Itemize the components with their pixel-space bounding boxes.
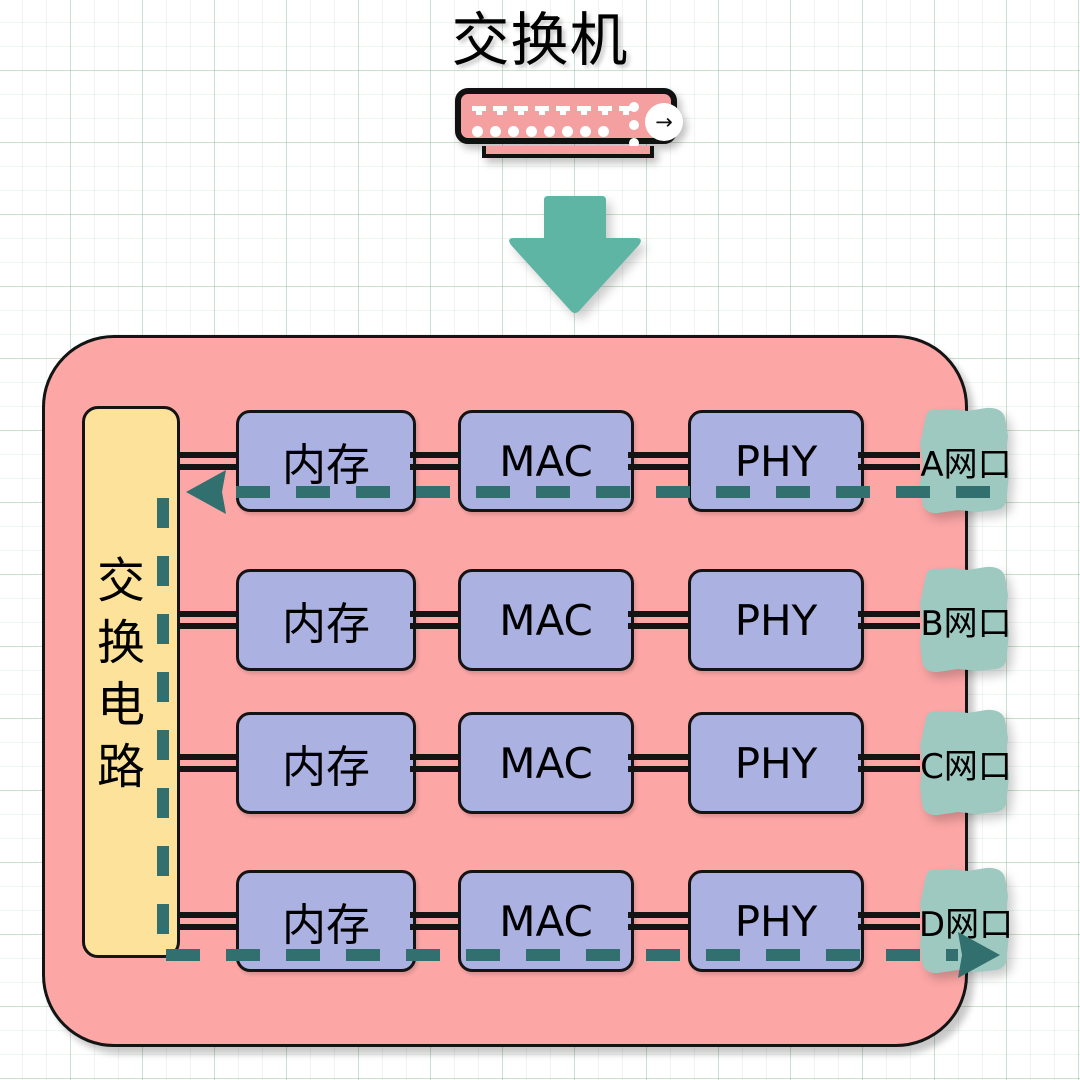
fabric-char: 电 bbox=[96, 677, 145, 733]
network-port-b[interactable]: B网口 bbox=[912, 563, 1020, 677]
switch-dot-icon bbox=[598, 126, 609, 137]
network-port-label-c: C网口 bbox=[920, 746, 1012, 787]
switch-led-column bbox=[629, 102, 639, 148]
phy-box-c: PHY bbox=[688, 712, 864, 814]
switch-led-icon bbox=[629, 102, 639, 112]
memory-box-d: 内存 bbox=[236, 870, 416, 972]
network-port-d[interactable]: D网口 bbox=[912, 864, 1020, 978]
switch-port-row bbox=[472, 106, 633, 115]
bus-phy-to-port-c bbox=[858, 754, 920, 772]
network-port-label-d: D网口 bbox=[918, 904, 1014, 945]
switch-dot-icon bbox=[580, 126, 591, 137]
bus-fabric-to-memory-c bbox=[180, 754, 242, 772]
memory-box-c: 内存 bbox=[236, 712, 416, 814]
mac-box-a: MAC bbox=[458, 410, 634, 512]
switch-dot-icon bbox=[472, 126, 483, 137]
bus-memory-to-mac-b bbox=[410, 611, 464, 629]
switch-dot-icon bbox=[544, 126, 555, 137]
switch-dot-icon bbox=[526, 126, 537, 137]
switch-port-icon bbox=[514, 106, 528, 115]
switch-port-icon bbox=[472, 106, 486, 115]
fabric-char: 换 bbox=[96, 615, 145, 671]
switch-led-icon bbox=[629, 120, 639, 130]
page-title: 交换机 bbox=[451, 6, 629, 74]
bus-fabric-to-memory-b bbox=[180, 611, 242, 629]
down-arrow-icon bbox=[504, 190, 646, 316]
mac-box-d: MAC bbox=[458, 870, 634, 972]
bus-fabric-to-memory-a bbox=[180, 452, 242, 470]
bus-memory-to-mac-c bbox=[410, 754, 464, 772]
switch-indicator-dot-row bbox=[472, 126, 609, 137]
switch-port-icon bbox=[493, 106, 507, 115]
network-port-label-b: B网口 bbox=[920, 603, 1012, 644]
switch-dot-icon bbox=[490, 126, 501, 137]
fabric-char: 路 bbox=[96, 739, 145, 795]
phy-box-b: PHY bbox=[688, 569, 864, 671]
bus-mac-to-phy-b bbox=[628, 611, 694, 629]
phy-box-a: PHY bbox=[688, 410, 864, 512]
mac-box-c: MAC bbox=[458, 712, 634, 814]
switch-body: → bbox=[455, 88, 683, 148]
switch-port-icon bbox=[598, 106, 612, 115]
fabric-char: 交 bbox=[96, 553, 145, 609]
bus-memory-to-mac-a bbox=[410, 452, 464, 470]
switch-dot-icon bbox=[508, 126, 519, 137]
network-switch-device-icon: → bbox=[455, 88, 683, 160]
bus-fabric-to-memory-d bbox=[180, 912, 242, 930]
switch-port-icon bbox=[577, 106, 591, 115]
switch-port-icon bbox=[619, 106, 633, 115]
bus-mac-to-phy-c bbox=[628, 754, 694, 772]
bus-mac-to-phy-d bbox=[628, 912, 694, 930]
phy-box-d: PHY bbox=[688, 870, 864, 972]
bus-mac-to-phy-a bbox=[628, 452, 694, 470]
switch-uplink-arrow-icon: → bbox=[645, 103, 683, 141]
switch-led-icon bbox=[629, 138, 639, 148]
bus-phy-to-port-b bbox=[858, 611, 920, 629]
switch-dot-icon bbox=[562, 126, 573, 137]
switching-fabric-label: 交 换 电 路 bbox=[82, 550, 160, 798]
memory-box-b: 内存 bbox=[236, 569, 416, 671]
switch-base-plate bbox=[482, 146, 654, 158]
network-port-c[interactable]: C网口 bbox=[912, 706, 1020, 820]
bus-phy-to-port-a bbox=[858, 452, 920, 470]
bus-phy-to-port-d bbox=[858, 912, 920, 930]
mac-box-b: MAC bbox=[458, 569, 634, 671]
switch-port-icon bbox=[556, 106, 570, 115]
bus-memory-to-mac-d bbox=[410, 912, 464, 930]
switch-port-icon bbox=[535, 106, 549, 115]
network-port-label-a: A网口 bbox=[920, 444, 1012, 485]
network-port-a[interactable]: A网口 bbox=[912, 404, 1020, 518]
memory-box-a: 内存 bbox=[236, 410, 416, 512]
